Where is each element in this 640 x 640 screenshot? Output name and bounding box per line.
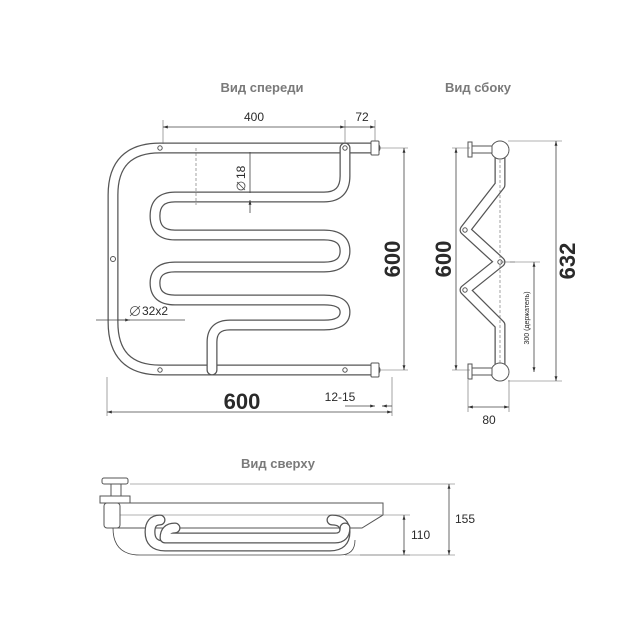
dim-pipe-small-group: 18 [234,165,248,191]
dim-wall-gap: 12-15 [325,390,356,404]
side-view: 600 632 300 (держатель) 80 [431,140,580,427]
dim-depth-inner: 110 [411,528,430,542]
dim-height-front: 600 [380,241,405,278]
front-view: 400 72 18 32x2 600 600 12-15 [96,110,408,416]
top-view: 110 155 [99,477,475,556]
dim-width-top: 400 [244,110,264,124]
dim-holder: 300 (держатель) [524,291,531,344]
dim-depth-total: 155 [455,512,475,526]
top-view-title: Вид сверху [241,456,316,471]
dim-depth-side: 80 [482,413,496,427]
side-view-title: Вид сбоку [445,80,512,95]
dim-total-height: 632 [555,243,580,280]
dim-offset: 72 [355,110,369,124]
dim-width-bottom: 600 [224,389,261,414]
dim-height-side: 600 [431,241,456,278]
dim-pipe-main: 32x2 [142,304,168,318]
front-view-title: Вид спереди [221,80,304,95]
dim-pipe-small: 18 [234,165,248,179]
